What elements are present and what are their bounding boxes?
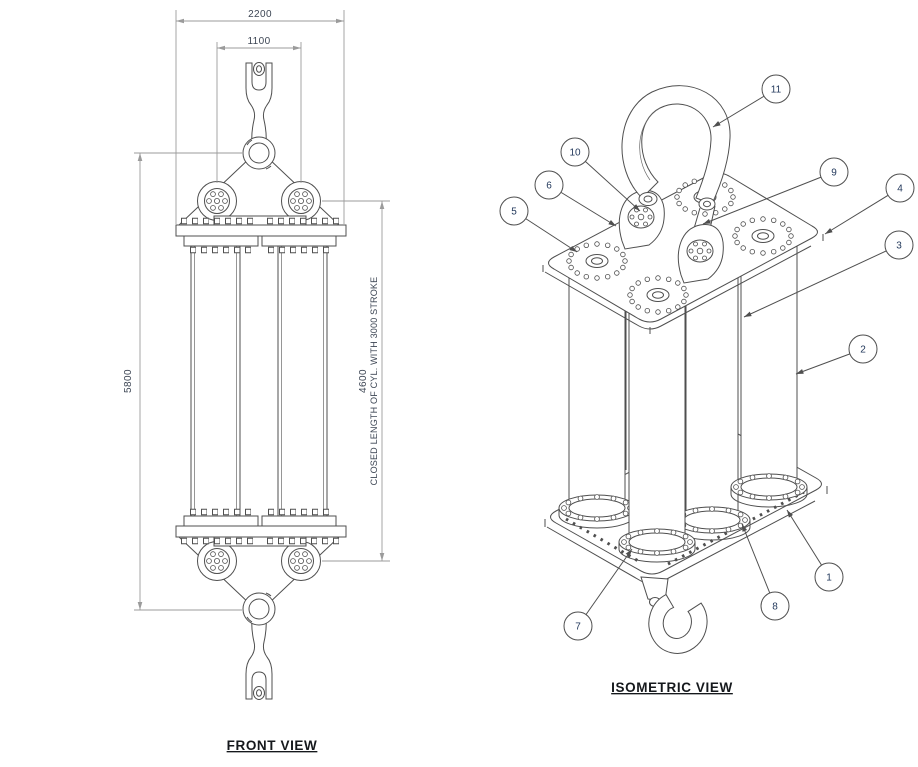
svg-text:1: 1 [826,573,832,584]
balloon-5: 5 [499,196,578,253]
dim-shackle-spacing: 1100 [247,36,270,47]
balloon-6: 6 [534,170,617,227]
front-view-title: FRONT VIEW [227,738,318,753]
iso-balloons: 1 2 3 4 5 [499,74,915,641]
balloon-1: 1 [786,509,844,592]
isometric-view: 1 2 3 4 5 [499,74,915,695]
svg-text:2: 2 [860,345,866,356]
fv-dimensions: 2200 1100 5800 4600 CLOSED LENGTH OF CYL… [123,9,390,611]
iso-shackle-assembly [618,85,731,284]
balloon-3: 3 [743,230,914,318]
fv-bottom-assembly [176,512,346,700]
dim-overall-height: 5800 [123,369,134,393]
dim-closed-length-note: CLOSED LENGTH OF CYL. WITH 3000 STROKE [369,277,379,486]
svg-text:6: 6 [546,181,552,192]
isometric-view-title: ISOMETRIC VIEW [611,680,733,695]
balloon-9: 9 [702,157,849,225]
iso-shackle-bow [621,85,731,205]
balloon-2: 2 [795,334,878,375]
balloon-11: 11 [712,74,791,128]
fv-top-assembly [176,63,346,251]
dim-overall-width: 2200 [248,9,272,20]
svg-text:4: 4 [897,184,903,195]
balloon-8: 8 [741,523,790,621]
svg-text:9: 9 [831,168,837,179]
balloon-7: 7 [563,548,633,641]
svg-text:10: 10 [569,148,581,159]
balloon-10: 10 [560,137,641,212]
fv-cylinders [190,245,328,517]
svg-text:11: 11 [771,85,782,96]
svg-text:3: 3 [896,241,902,252]
svg-text:8: 8 [772,602,778,613]
balloon-4: 4 [824,173,915,235]
dim-closed-length: 4600 [358,369,369,393]
svg-text:7: 7 [575,622,581,633]
iso-bottom-hook [640,576,708,654]
svg-text:5: 5 [511,207,517,218]
front-view: 2200 1100 5800 4600 CLOSED LENGTH OF CYL… [123,9,390,753]
